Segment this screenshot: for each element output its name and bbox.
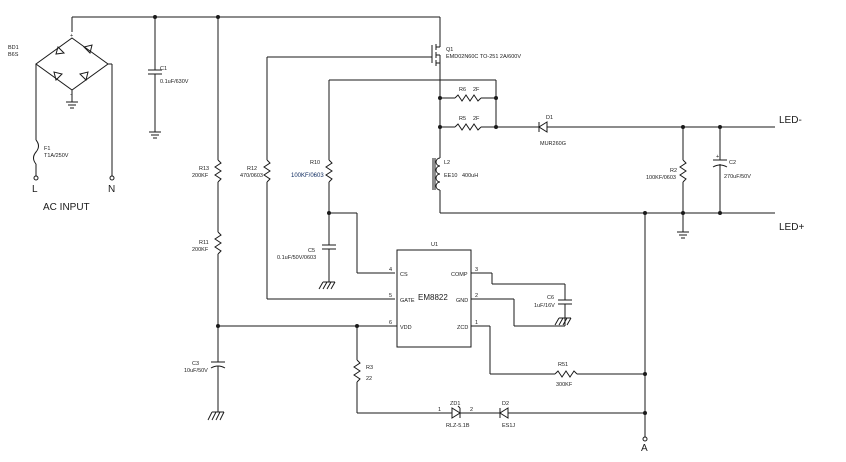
pin-cs-label: CS	[400, 272, 408, 278]
q1-value: EMD02N60C TO-251 2A/600V	[446, 54, 521, 60]
r2-value: 100KF/0603	[646, 175, 676, 181]
r6-ref: R6	[459, 87, 466, 93]
r13-r11-c3-chain	[207, 17, 226, 421]
r12-gate-path	[263, 56, 432, 300]
node-a-label: A	[641, 443, 648, 454]
l2-ref: L2	[444, 160, 450, 166]
svg-text:-: -	[70, 92, 72, 98]
pin-gnd-label: GND	[456, 298, 468, 304]
r10-value: 100KF/0603	[291, 173, 324, 179]
c3-value: 10uF/50V	[184, 368, 208, 374]
pin-gnd-num: 2	[475, 293, 478, 299]
neutral-terminal-label: N	[108, 184, 115, 195]
r11-ref: R11	[199, 240, 209, 246]
svg-text:+: +	[70, 33, 73, 39]
zd1-value: RLZ-5.1B	[446, 423, 470, 429]
c6-comp-network	[491, 273, 572, 327]
pin-zcd-num: 1	[475, 320, 478, 326]
mosfet-q1	[431, 17, 441, 80]
top-rail-wire	[71, 15, 440, 32]
r51-value: 300KF	[556, 382, 573, 388]
zd1-pin2: 2	[470, 407, 473, 413]
bd1-ref: BD1	[8, 45, 19, 51]
pin-comp-label: COMP	[451, 272, 468, 278]
l2-value: EE10	[444, 173, 457, 179]
r12-value: 470/0603	[240, 173, 263, 179]
d2-ref: D2	[502, 401, 509, 407]
ac-input-label: AC INPUT	[43, 202, 90, 213]
r5-value: 2F	[473, 116, 480, 122]
r10-ref: R10	[310, 160, 320, 166]
l2-value2: 400uH	[462, 173, 478, 179]
d1-value: MUR260G	[540, 141, 566, 147]
r51-ref: R51	[558, 362, 568, 368]
c5-ref: C5	[308, 248, 315, 254]
led-plus-label: LED+	[779, 222, 804, 233]
ic-name: EM8822	[418, 293, 448, 302]
vdd-supply-path	[353, 324, 647, 419]
r11-value: 200KF	[192, 247, 209, 253]
r3-ref: R3	[366, 365, 373, 371]
led-plus-rail	[440, 211, 775, 442]
q1-ref: Q1	[446, 47, 453, 53]
zd1-ref: ZD1	[450, 401, 460, 407]
bridge-rectifier-bd1: + -	[35, 33, 109, 109]
svg-text:+: +	[716, 154, 719, 160]
c1-ref: C1	[160, 66, 167, 72]
c3-ref: C3	[192, 361, 199, 367]
r5-ref: R5	[459, 116, 466, 122]
c6-value: 1uF/16V	[534, 303, 555, 309]
live-terminal-label: L	[32, 184, 38, 195]
c1-value: 0.1uF/630V	[160, 79, 189, 85]
inductor-l2	[432, 127, 441, 213]
ic-u1	[218, 249, 514, 348]
f1-value: T1A/250V	[44, 153, 69, 159]
pin-comp-num: 3	[475, 267, 478, 273]
c2-ref: C2	[729, 160, 736, 166]
r13-value: 200KF	[192, 173, 209, 179]
pin-gate-label: GATE	[400, 298, 415, 304]
d1-led-minus-rail	[496, 121, 775, 133]
zd1-pin1: 1	[438, 407, 441, 413]
d2-value: ES1J	[502, 423, 515, 429]
d1-ref: D1	[546, 115, 553, 121]
led-minus-label: LED-	[779, 115, 802, 126]
r5-r6-parallel	[438, 79, 498, 131]
bd1-value: B6S	[8, 52, 19, 58]
r10-c5-cs-path	[318, 79, 440, 290]
r6-value: 2F	[473, 87, 480, 93]
r12-ref: R12	[247, 166, 257, 172]
ac-input-wiring	[33, 63, 115, 181]
pin-vdd-num: 6	[389, 320, 392, 326]
r51-zcd-network	[489, 326, 647, 378]
c5-value: 0.1uF/50V/0603	[277, 255, 316, 261]
pin-cs-num: 4	[389, 267, 392, 273]
r2-c2-output: +	[677, 127, 728, 239]
capacitor-c1	[148, 17, 162, 139]
u1-ref: U1	[431, 242, 438, 248]
pin-vdd-label: VDD	[400, 325, 412, 331]
c2-value: 270uF/50V	[724, 174, 751, 180]
r2-ref: R2	[670, 168, 677, 174]
r3-value: 22	[366, 376, 372, 382]
r13-ref: R13	[199, 166, 209, 172]
pin-zcd-label: ZCD	[457, 325, 468, 331]
pin-gate-num: 5	[389, 293, 392, 299]
f1-ref: F1	[44, 146, 50, 152]
c6-ref: C6	[547, 295, 554, 301]
